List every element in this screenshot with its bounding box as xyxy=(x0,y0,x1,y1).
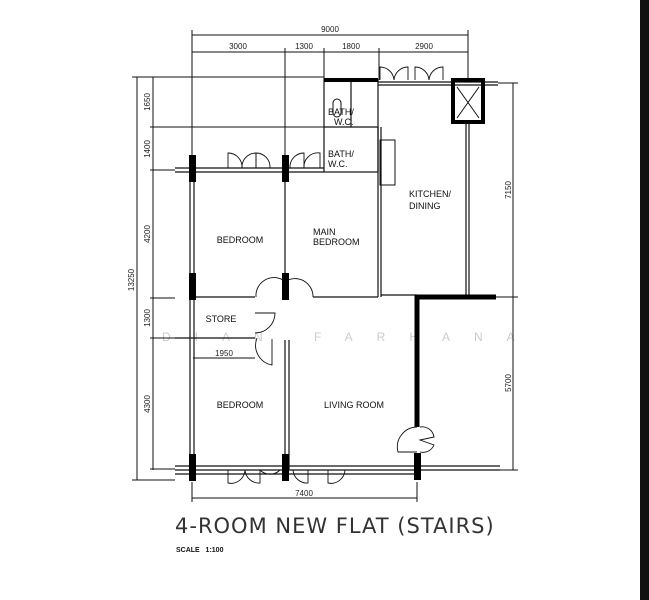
dim-top-4: 2900 xyxy=(415,42,433,51)
dim-top-3: 1800 xyxy=(342,42,360,51)
dim-left-1: 1650 xyxy=(143,93,152,111)
store-label: STORE xyxy=(206,314,237,324)
doors xyxy=(227,66,444,484)
dim-left-5: 4300 xyxy=(143,395,152,413)
bath2-label-2: W.C. xyxy=(328,159,348,169)
watermark: DIAN FARHANA xyxy=(162,330,539,344)
dim-7400: 7400 xyxy=(295,489,313,498)
bath2-label-1: BATH/ xyxy=(328,149,354,159)
scale-label: SCALE 1:100 xyxy=(176,547,224,554)
dim-left-4: 1300 xyxy=(143,309,152,327)
left-dimensions: 13250 1650 1400 4200 1300 4300 xyxy=(127,76,324,481)
dim-13250: 13250 xyxy=(127,268,136,291)
main-bedroom-label-1: MAIN xyxy=(313,227,336,237)
top-dimensions: 9000 3000 1300 1800 2900 xyxy=(191,25,469,165)
main-bedroom-label-2: BEDROOM xyxy=(313,237,360,247)
walls xyxy=(175,78,500,481)
dim-left-3: 4200 xyxy=(143,225,152,243)
plan-title: 4-ROOM NEW FLAT (STAIRS) xyxy=(175,514,495,538)
dim-right-2: 5700 xyxy=(504,374,513,392)
room-labels: BATH/ W.C. BATH/ W.C. KITCHEN/ DINING BE… xyxy=(206,107,452,410)
bedroom1-label: BEDROOM xyxy=(217,235,264,245)
page-edge xyxy=(640,0,649,600)
bath1-label-1: BATH/ xyxy=(328,107,354,117)
dim-right-1: 7150 xyxy=(504,181,513,199)
dim-1950: 1950 xyxy=(215,349,233,358)
kitchen-label-2: DINING xyxy=(409,201,441,211)
dim-left-2: 1400 xyxy=(143,140,152,158)
living-room-label: LIVING ROOM xyxy=(324,400,384,410)
dim-top-1: 3000 xyxy=(229,42,247,51)
dim-top-2: 1300 xyxy=(295,42,313,51)
kitchen-label-1: KITCHEN/ xyxy=(409,189,452,199)
bedroom2-label: BEDROOM xyxy=(217,400,264,410)
bottom-dimension: 7400 1950 xyxy=(191,349,418,502)
bath1-label-2: W.C. xyxy=(334,117,354,127)
dim-9000: 9000 xyxy=(321,25,339,34)
